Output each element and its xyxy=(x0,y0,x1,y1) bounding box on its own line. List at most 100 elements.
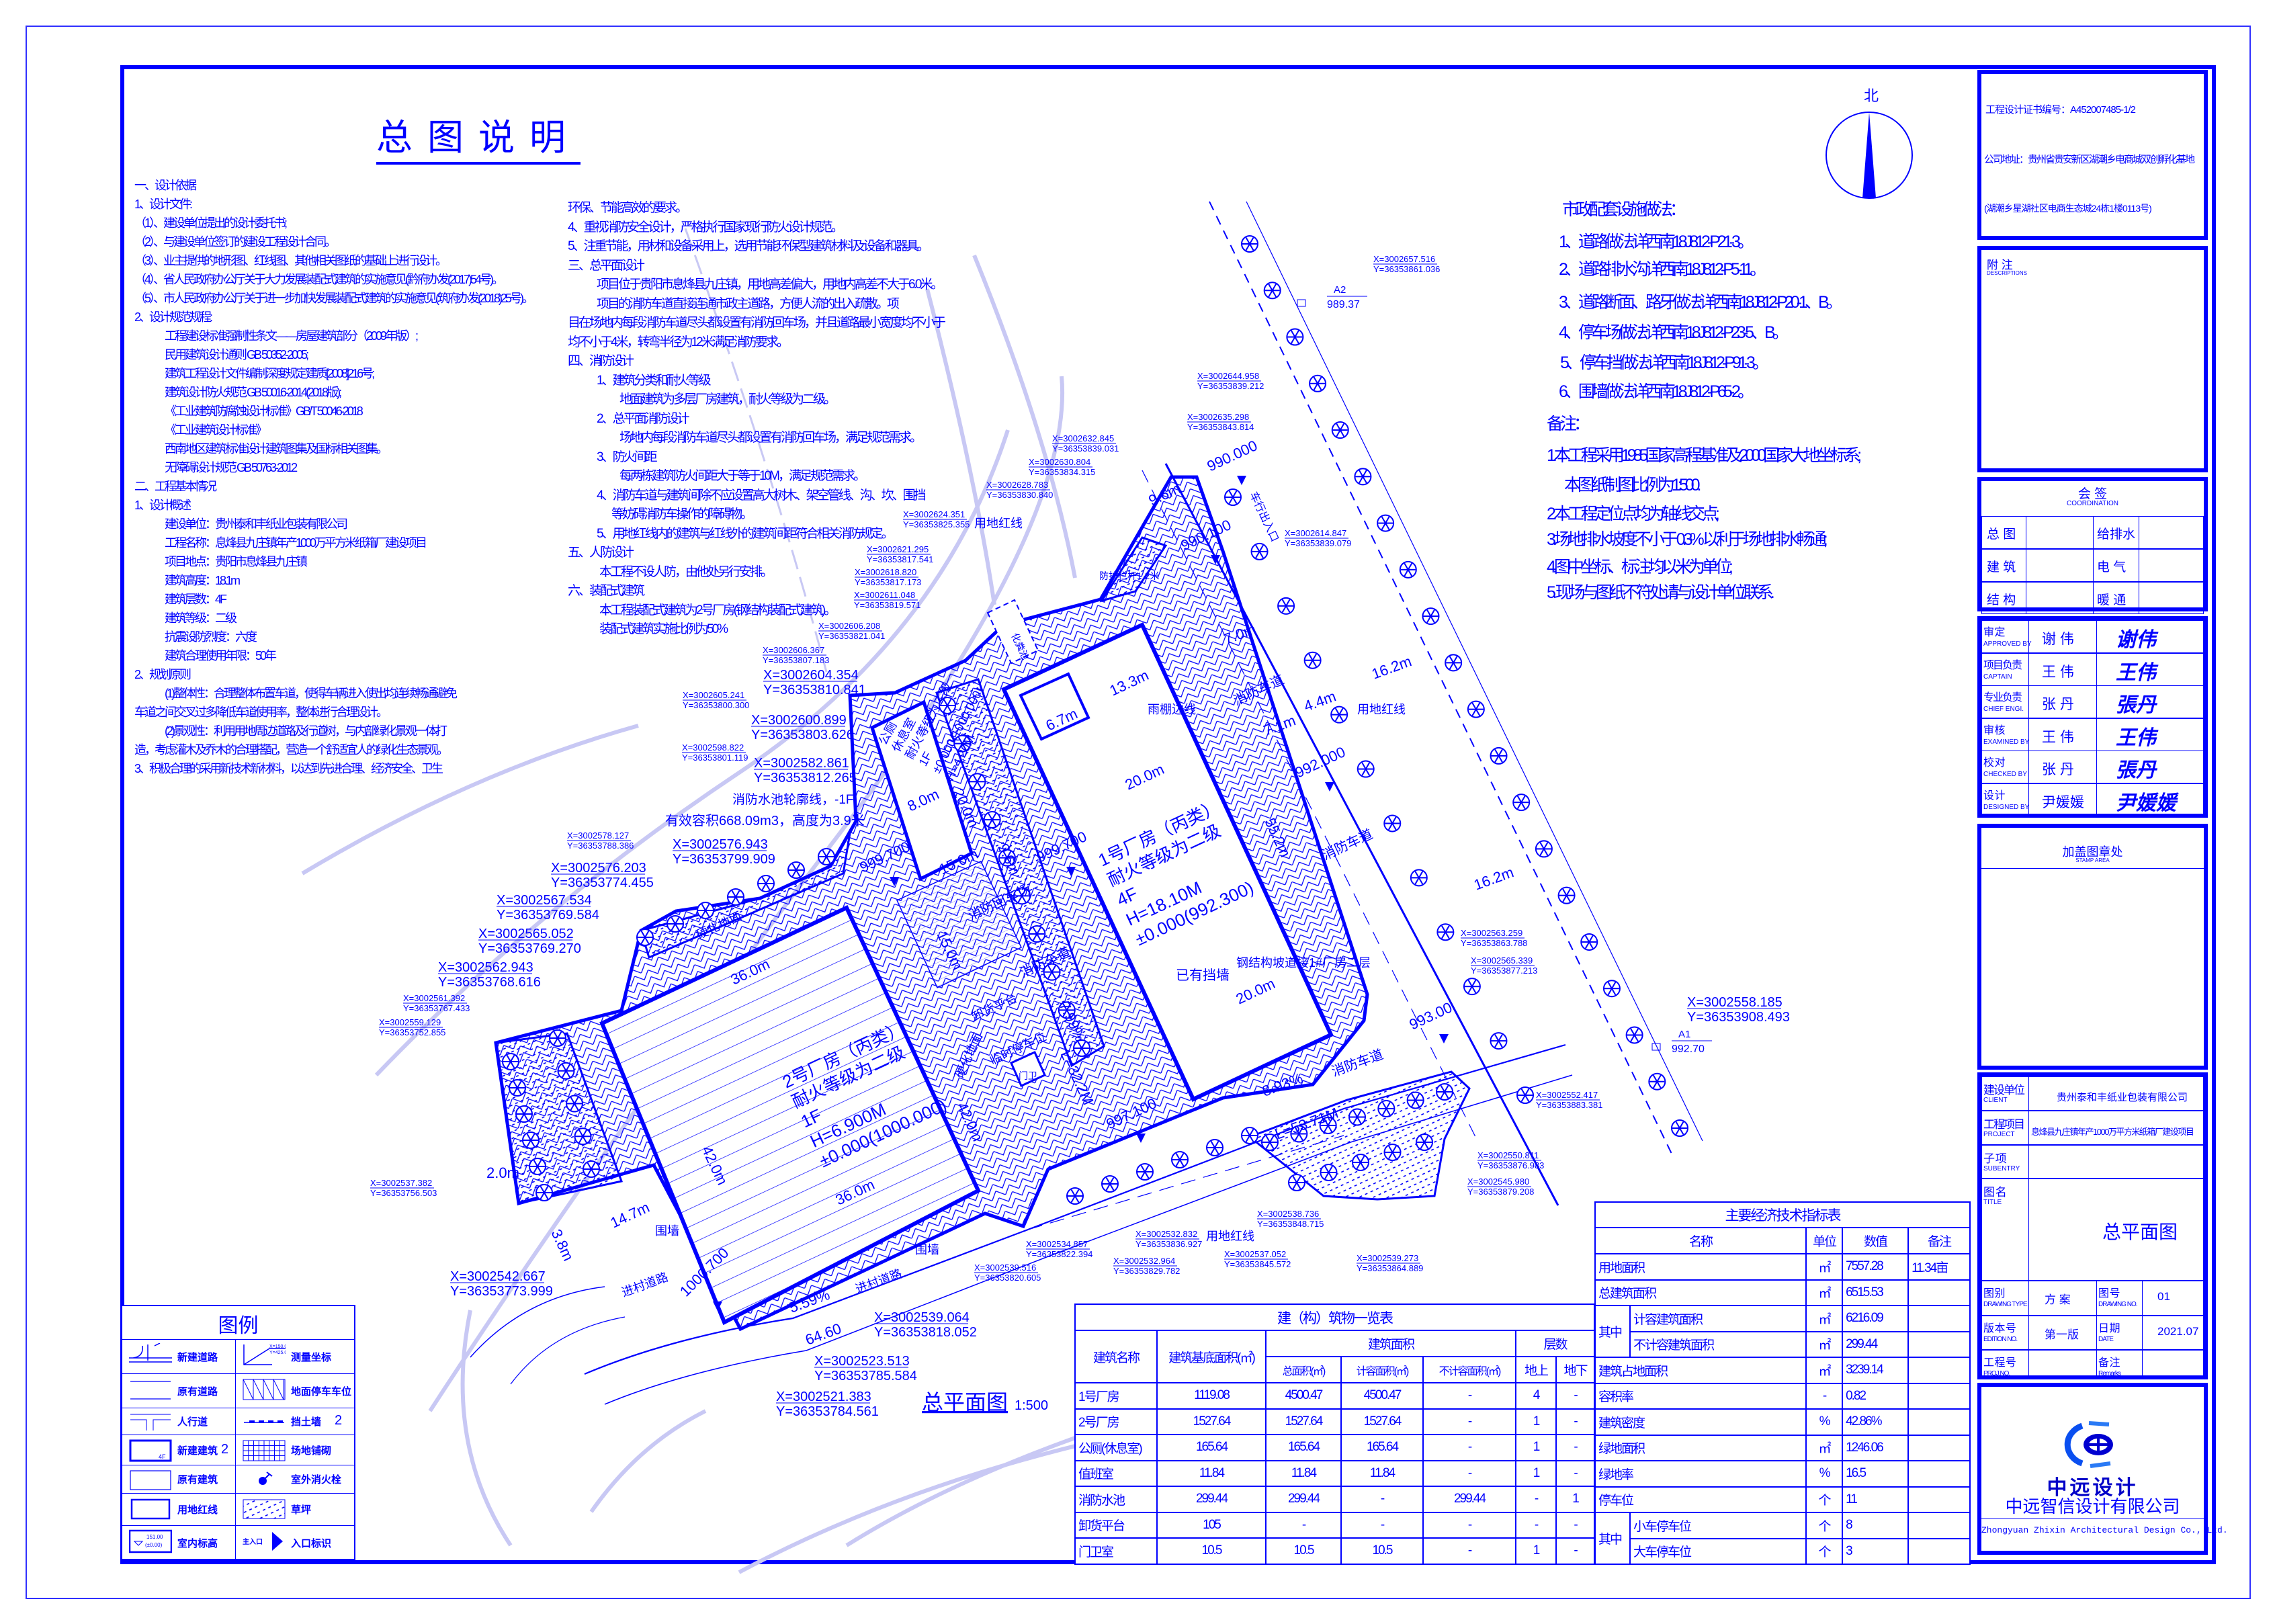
coordinate-x: X=3002565.339 xyxy=(1471,955,1533,966)
signature-role-en: CHECKED BY xyxy=(1983,771,2028,778)
indicator-unit: % xyxy=(1805,1408,1844,1436)
tree-icon xyxy=(939,697,956,714)
note-line: 建筑设计防火规范 GB 50016-2014(2018版); xyxy=(165,386,342,399)
column-header: 总面积(㎡) xyxy=(1265,1356,1342,1383)
indicator-value: 8 xyxy=(1842,1512,1909,1539)
indicator-value: 299.44 xyxy=(1842,1330,1909,1358)
building-value: 10.5 xyxy=(1156,1537,1267,1565)
note-line: 《工业建筑防腐蚀设计标准》GB/T 50046-2018 xyxy=(165,404,363,418)
description-box: 附 注 DESCRIPTIONS xyxy=(1977,246,2208,472)
column-header: 不计容面积(㎡) xyxy=(1422,1356,1516,1383)
column-divider xyxy=(2093,516,2094,614)
septic-tank xyxy=(986,599,1039,665)
project-info-row xyxy=(1981,1111,2204,1145)
plan-label-group: 已有挡墙 xyxy=(1176,968,1230,983)
coordinate-x: X=3002606.208 xyxy=(818,621,880,631)
tree-icon xyxy=(1309,374,1327,392)
remark-item: 3.场地排水坡度不小于 0.3% 以利于场地排水畅通; xyxy=(1547,530,1828,549)
signature-role-en: CAPTAIN xyxy=(1983,673,2012,681)
building-2-roof-pattern xyxy=(602,908,978,1322)
elevation-marker-icon xyxy=(1325,782,1334,792)
existing-road-icon xyxy=(130,1381,171,1400)
trees xyxy=(502,235,1688,1205)
building-value: 11.84 xyxy=(1340,1459,1424,1487)
elevation-label: 993.00 xyxy=(1407,998,1455,1033)
tree-icon xyxy=(1445,654,1463,672)
indicator-value: 42.86% xyxy=(1842,1408,1909,1436)
road-edge xyxy=(510,1316,626,1385)
benchmark-marker-icon xyxy=(1297,299,1306,307)
column-divider xyxy=(2096,1281,2097,1379)
tree-icon xyxy=(1288,1174,1305,1191)
tree-icon xyxy=(1348,1108,1366,1126)
building-value: - xyxy=(1555,1537,1595,1565)
field-label: 建设单位 xyxy=(1983,1084,2025,1097)
tree-icon xyxy=(1286,328,1304,346)
coordinate-x: X=3002600.899 xyxy=(751,713,847,728)
building-value: 4 xyxy=(1515,1382,1557,1410)
indicator-unit: ㎡ xyxy=(1805,1253,1844,1281)
road-edge xyxy=(584,1043,1566,1375)
tree-icon xyxy=(583,1160,600,1178)
coordinate-x: X=3002537.382 xyxy=(370,1178,432,1188)
page-title: 总图说明 xyxy=(376,108,581,165)
building-1 xyxy=(1001,622,1334,1102)
toilet-rest-room-building xyxy=(869,699,974,882)
tree-icon xyxy=(557,1062,575,1080)
coordinate-y: Y=36353879.208 xyxy=(1467,1187,1534,1197)
plan-label-group: 消防水池轮廓线，-1F xyxy=(732,792,854,807)
coordinate-y: Y=36353817.173 xyxy=(855,577,921,587)
coordinate-y: Y=36353883.381 xyxy=(1536,1100,1602,1110)
building-value: - xyxy=(1555,1434,1595,1461)
field-label-en: TITLE xyxy=(1983,1199,2002,1206)
project-info-row xyxy=(1981,1350,2204,1379)
indicator-value: 3239.14 xyxy=(1842,1357,1909,1384)
coordinate-x: X=3002598.822 xyxy=(682,742,744,753)
plan-label-group: 钢结构坡道接1#厂房二层 xyxy=(1236,956,1371,970)
coordinate-x: X=3002621.295 xyxy=(867,544,929,554)
contour-line xyxy=(460,1310,513,1547)
table-row: 绿地率%16.5 xyxy=(1594,1460,1971,1488)
handwritten-signature: 張丹 xyxy=(2116,693,2156,717)
column-header: 建筑名称 xyxy=(1074,1330,1158,1383)
indicator-value: 11 xyxy=(1842,1486,1909,1513)
signature-row xyxy=(1981,718,2204,751)
plan-label-group: 用地红线 xyxy=(974,517,1023,530)
note-line: 项目位于贵阳市息烽县九庄镇，用地高差偏大，用地内高差不大于6.0米。 xyxy=(597,277,943,292)
note-line: 五、人防设计 xyxy=(568,546,634,560)
tree-icon xyxy=(535,1184,553,1201)
coordinate-x: X=3002532.832 xyxy=(1135,1229,1197,1239)
building-value: 165.64 xyxy=(1340,1434,1424,1461)
plan-label: 车行出入口 xyxy=(1247,490,1281,544)
indicator-remark xyxy=(1907,1434,1971,1461)
coordinate-x: X=3002562.943 xyxy=(438,960,533,975)
lawn-icon xyxy=(243,1499,286,1519)
coordinate-x: X=3002611.048 xyxy=(854,590,915,600)
municipal-item: 2、道路排水沟详西南18J812-P5-11。 xyxy=(1559,260,1766,279)
tree-icon xyxy=(998,849,1016,867)
coordinate-x: X=3002532.964 xyxy=(1113,1256,1175,1266)
survey-coordinate-icon: X=150.00Y=425.00 xyxy=(243,1344,286,1365)
coordination-label: 会 签 xyxy=(2077,487,2108,501)
tree-icon xyxy=(1028,925,1046,943)
field-label: 图 名 xyxy=(1983,1186,2007,1199)
tree-icon xyxy=(983,811,1001,828)
signature-role-en: APPROVED BY xyxy=(1983,640,2032,648)
legend-label: 挡土墙 xyxy=(291,1416,322,1428)
note-line: 场地内每段消防车道尽头都设置有消防回车场，满足规范需求。 xyxy=(619,431,922,445)
building-value: 10.5 xyxy=(1340,1537,1424,1565)
coordinate-y: Y=36353807.183 xyxy=(763,655,829,665)
elevation-group: 990.000 xyxy=(1205,437,1260,485)
coordinate-x: X=3002539.273 xyxy=(1357,1253,1418,1263)
indoor-elevation-icon: 151.00(±0.00) xyxy=(129,1529,172,1553)
tree-icon xyxy=(1648,1072,1666,1091)
